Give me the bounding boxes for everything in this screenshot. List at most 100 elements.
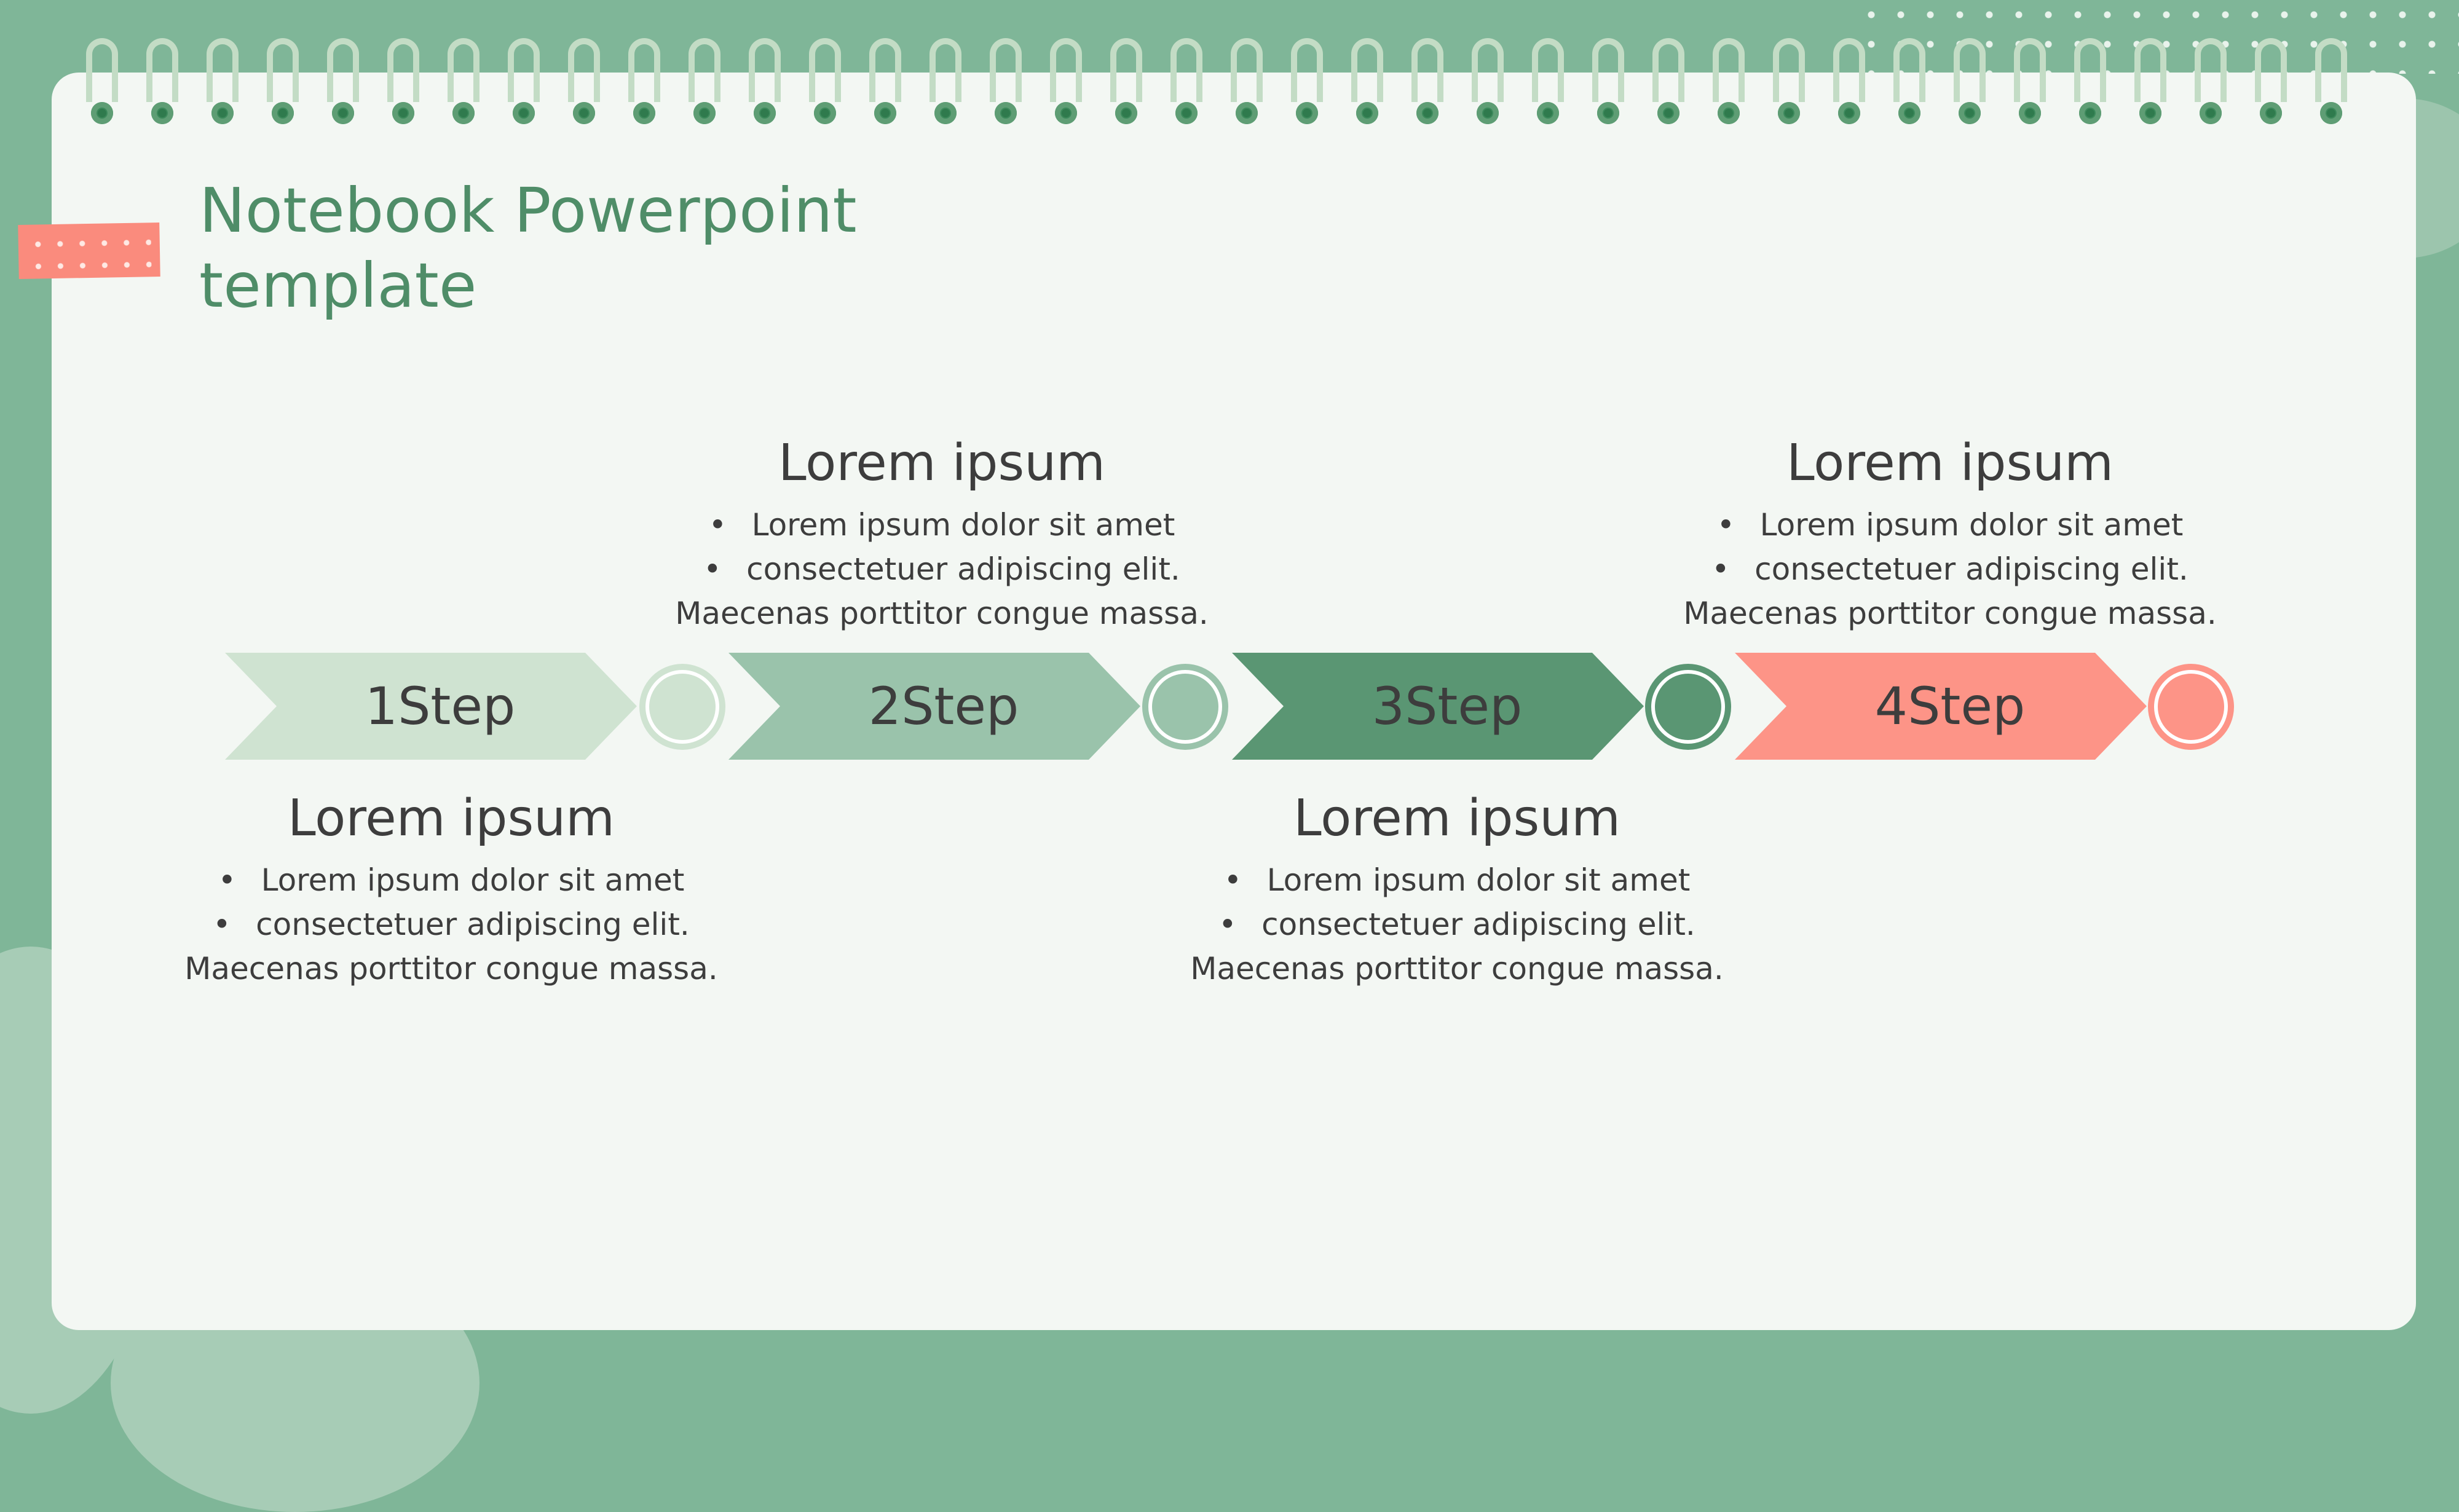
ring-arc	[1652, 38, 1684, 102]
ring-hole	[1778, 102, 1800, 124]
step-4-node	[2148, 664, 2234, 750]
ring-arc	[1893, 38, 1925, 102]
ring-hole	[995, 102, 1017, 124]
step-4-label: 4Step	[1874, 676, 2026, 736]
ring-arc	[1773, 38, 1805, 102]
slide-title: Notebook Powerpoint template	[199, 175, 857, 321]
ring-arc	[990, 38, 1022, 102]
step-2-node	[1142, 664, 1228, 750]
card-bullet-text: Lorem ipsum dolor sit amet	[1759, 507, 2184, 543]
card-bullet: Lorem ipsum dolor sit amet	[1673, 503, 2227, 547]
ring-hole	[874, 102, 896, 124]
ring-arc	[1954, 38, 1986, 102]
ring-arc	[448, 38, 480, 102]
ring-arc	[1472, 38, 1504, 102]
spiral-ring	[146, 38, 178, 124]
ring-hole	[211, 102, 234, 124]
ring-arc	[508, 38, 540, 102]
ring-hole	[2320, 102, 2342, 124]
ring-hole	[513, 102, 535, 124]
chevron-fill	[1232, 653, 1644, 760]
spiral-ring	[990, 38, 1022, 124]
card-line: Maecenas porttitor congue massa.	[1190, 951, 1724, 986]
spiral-ring	[1291, 38, 1323, 124]
card-text: Lorem ipsum dolor sit amet consectetuer …	[175, 858, 728, 991]
card-line: Maecenas porttitor congue massa.	[184, 951, 718, 986]
ring-arc	[1231, 38, 1263, 102]
ring-hole	[1055, 102, 1077, 124]
ring-hole	[1838, 102, 1860, 124]
step-1-label: 1Step	[365, 676, 516, 736]
spiral-ring	[749, 38, 781, 124]
step-1-description: Lorem ipsum Lorem ipsum dolor sit amet c…	[175, 788, 728, 991]
ring-hole	[573, 102, 595, 124]
ring-arc	[267, 38, 299, 102]
ring-arc	[749, 38, 781, 102]
chevron-fill	[225, 653, 637, 760]
ring-hole	[272, 102, 294, 124]
ring-arc	[2014, 38, 2046, 102]
ring-hole	[1356, 102, 1378, 124]
spiral-ring	[267, 38, 299, 124]
spiral-ring	[689, 38, 720, 124]
spiral-ring	[1472, 38, 1504, 124]
ring-hole	[91, 102, 113, 124]
card-heading: Lorem ipsum	[287, 789, 615, 848]
spiral-ring	[1351, 38, 1383, 124]
spiral-ring	[2255, 38, 2287, 124]
spiral-ring	[508, 38, 540, 124]
spiral-ring	[86, 38, 118, 124]
step-1-chevron: 1Step	[225, 653, 637, 760]
spiral-ring	[207, 38, 239, 124]
ring-hole	[754, 102, 776, 124]
ring-arc	[146, 38, 178, 102]
ring-arc	[628, 38, 660, 102]
card-bullet: consectetuer adipiscing elit.	[665, 547, 1218, 591]
ring-hole	[1718, 102, 1740, 124]
ring-arc	[689, 38, 720, 102]
card-bullet: Lorem ipsum dolor sit amet	[665, 503, 1218, 547]
ring-arc	[1592, 38, 1624, 102]
spiral-ring	[2074, 38, 2106, 124]
ring-arc	[2074, 38, 2106, 102]
card-line: Maecenas porttitor congue massa.	[675, 596, 1209, 631]
spiral-ring	[327, 38, 359, 124]
spiral-ring	[809, 38, 841, 124]
spiral-ring	[1713, 38, 1745, 124]
spiral-ring	[568, 38, 600, 124]
card-bullet: consectetuer adipiscing elit.	[1180, 902, 1734, 947]
card-text: Lorem ipsum dolor sit amet consectetuer …	[665, 503, 1218, 636]
ring-arc	[86, 38, 118, 102]
spiral-ring	[1231, 38, 1263, 124]
ring-hole	[1416, 102, 1439, 124]
ring-hole	[2019, 102, 2041, 124]
ring-hole	[1175, 102, 1198, 124]
ring-arc	[1833, 38, 1865, 102]
card-bullet-text: consectetuer adipiscing elit.	[256, 907, 690, 942]
ring-hole	[1537, 102, 1559, 124]
chevron-fill	[728, 653, 1140, 760]
ring-arc	[2255, 38, 2287, 102]
card-bullet-text: consectetuer adipiscing elit.	[1754, 551, 2189, 587]
ring-hole	[934, 102, 957, 124]
card-line: Maecenas porttitor congue massa.	[1683, 596, 2217, 631]
ring-hole	[1236, 102, 1258, 124]
card-text: Lorem ipsum dolor sit amet consectetuer …	[1180, 858, 1734, 991]
spiral-ring	[869, 38, 901, 124]
ring-hole	[1959, 102, 1981, 124]
ring-hole	[2200, 102, 2222, 124]
ring-hole	[1898, 102, 1920, 124]
ring-arc	[1351, 38, 1383, 102]
ring-arc	[387, 38, 419, 102]
ring-arc	[930, 38, 961, 102]
card-bullet-text: Lorem ipsum dolor sit amet	[751, 507, 1175, 543]
ring-hole	[1477, 102, 1499, 124]
card-heading: Lorem ipsum	[1786, 434, 2114, 492]
step-2-chevron: 2Step	[728, 653, 1140, 760]
spiral-ring	[1592, 38, 1624, 124]
chevron-shape	[225, 653, 637, 760]
spiral-ring	[2195, 38, 2227, 124]
step-3-label: 3Step	[1372, 676, 1523, 736]
spiral-ring	[930, 38, 961, 124]
ring-arc	[1532, 38, 1564, 102]
